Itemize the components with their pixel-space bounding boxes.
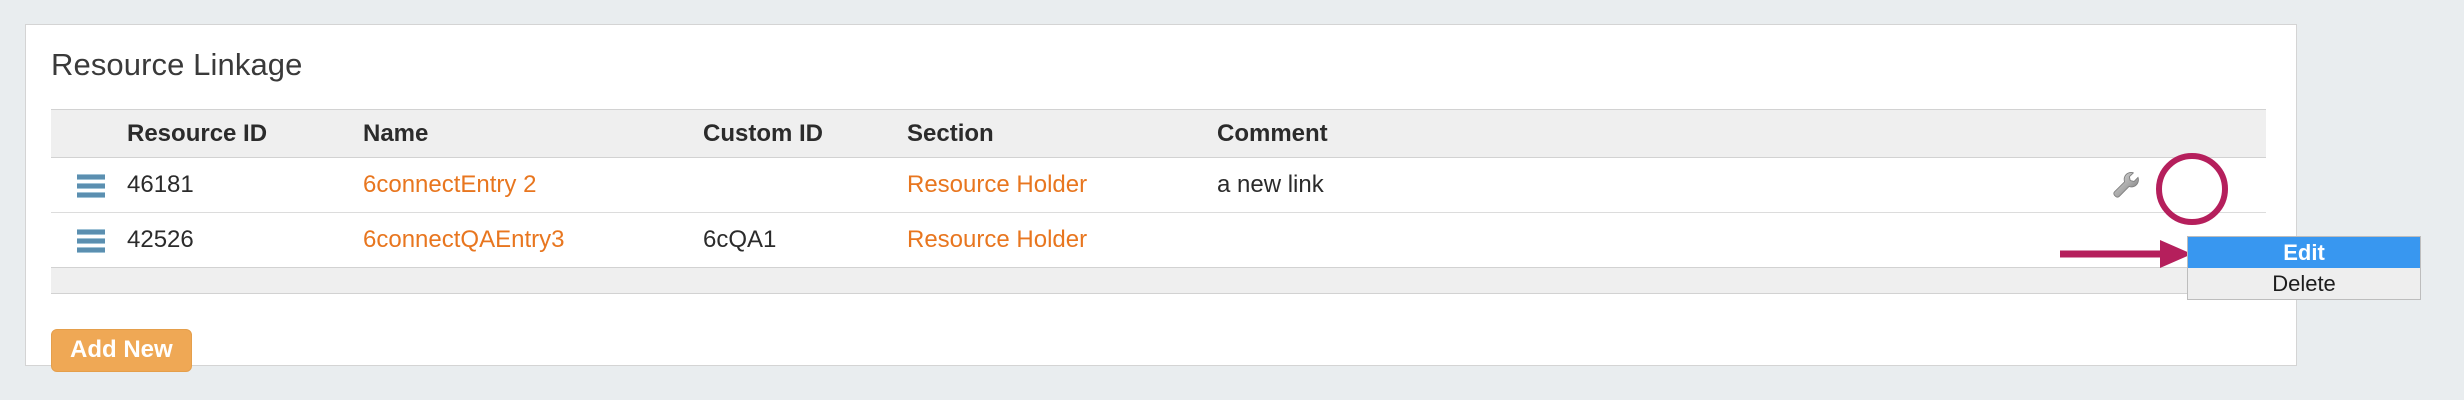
column-header-custom-id[interactable]: Custom ID	[703, 109, 907, 158]
section-link[interactable]: Resource Holder	[907, 171, 1088, 198]
cell-resource-id: 42526	[127, 212, 363, 268]
table-footer-row	[51, 267, 2266, 294]
cell-resource-id: 46181	[127, 171, 194, 198]
resource-name-link[interactable]: 6connectEntry 2	[363, 171, 537, 198]
cell-section: Resource Holder	[907, 158, 1217, 213]
table-row: 46181 6connectEntry 2 Resource Holder a …	[51, 157, 2266, 213]
cell-custom-id	[703, 158, 907, 213]
column-header-comment[interactable]: Comment	[1217, 109, 2097, 158]
cell-name: 6connectEntry 2	[363, 158, 703, 213]
resource-name-link[interactable]: 6connectQAEntry3	[363, 226, 565, 253]
table-footer	[51, 267, 2266, 294]
row-drag-cell	[51, 212, 127, 268]
table-header-row: Resource ID Name Custom ID Section Comme…	[51, 109, 2266, 158]
column-header-name[interactable]: Name	[363, 109, 703, 158]
row-drag-cell	[51, 158, 127, 213]
resource-linkage-panel: Resource Linkage Resource ID Name Custom…	[25, 24, 2297, 372]
table-body: 46181 6connectEntry 2 Resource Holder a …	[51, 157, 2266, 268]
column-header-action	[2097, 109, 2266, 158]
column-header-section[interactable]: Section	[907, 109, 1217, 158]
table-row: 42526 6connectQAEntry3 6cQA1 Resource Ho…	[51, 212, 2266, 268]
table-footer-cell	[51, 267, 2266, 294]
section-link[interactable]: Resource Holder	[907, 226, 1088, 253]
cell-custom-id: 6cQA1	[703, 212, 907, 268]
table-header: Resource ID Name Custom ID Section Comme…	[51, 109, 2266, 158]
column-header-resource-id[interactable]: Resource ID	[127, 109, 363, 158]
cell-comment	[1217, 212, 2097, 268]
page-title: Resource Linkage	[51, 47, 303, 82]
drag-handle-icon[interactable]	[77, 229, 105, 253]
resource-linkage-table: Resource ID Name Custom ID Section Comme…	[51, 109, 2266, 294]
context-menu-item-delete[interactable]: Delete	[2272, 271, 2336, 296]
row-action-context-menu: Edit Delete	[2187, 236, 2421, 300]
drag-handle-icon[interactable]	[77, 174, 105, 198]
cell-action	[2097, 158, 2266, 213]
add-new-button[interactable]: Add New	[51, 329, 192, 372]
wrench-icon[interactable]	[2109, 168, 2143, 202]
column-header-handle	[51, 109, 127, 158]
context-menu-item-edit[interactable]: Edit	[2188, 237, 2420, 268]
cell-comment: a new link	[1217, 171, 1324, 198]
cell-section: Resource Holder	[907, 212, 1217, 268]
cell-name: 6connectQAEntry3	[363, 212, 703, 268]
